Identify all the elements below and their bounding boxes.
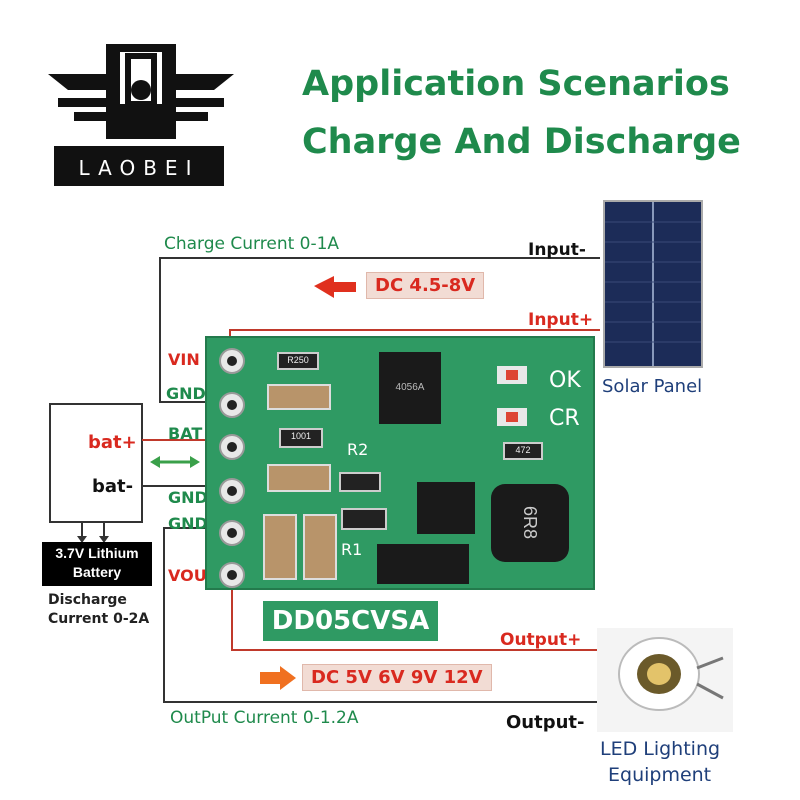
charger-ic: 4056A xyxy=(379,352,441,424)
output-plus-label: Output+ xyxy=(500,630,582,650)
mosfet xyxy=(377,544,469,584)
silk-cr: CR xyxy=(549,406,580,431)
pin-gnd1 xyxy=(219,392,245,418)
led-label-line2: Equipment xyxy=(608,764,712,786)
pin-label-bat: BAT xyxy=(168,424,203,443)
page-title-line1: Application Scenarios xyxy=(302,64,730,104)
battery-badge: 3.7V Lithium Battery xyxy=(42,542,152,586)
led-lamp-icon xyxy=(618,637,724,711)
pin-label-gnd1: GND xyxy=(166,384,206,403)
pin-label-vin: VIN xyxy=(168,350,200,369)
pcb-board: R250 1001 4056A R2 R1 OK CR 472 6R8 xyxy=(205,336,595,590)
solar-panel-image xyxy=(603,200,703,368)
capacitor-3 xyxy=(263,514,297,580)
brand-logo: LAOBEI xyxy=(48,44,234,188)
page-title-line2: Charge And Discharge xyxy=(302,122,741,162)
led-cr xyxy=(497,408,527,426)
discharge-line2: Current 0-2A xyxy=(48,611,150,627)
silk-r2: R2 xyxy=(347,440,369,459)
battery-label-line2: Battery xyxy=(72,564,122,580)
led-lamp-image xyxy=(597,628,733,732)
brand-name: LAOBEI xyxy=(78,156,200,180)
solar-cells-icon xyxy=(605,202,701,366)
capacitor-1 xyxy=(267,384,331,410)
pin-label-gnd2: GND xyxy=(168,488,208,507)
resistor-2ie6 xyxy=(341,508,387,530)
pin-vin xyxy=(219,348,245,374)
capacitor-2 xyxy=(267,464,331,492)
resistor-2001 xyxy=(339,472,381,492)
output-current-label: OutPut Current 0-1.2A xyxy=(170,708,359,728)
pin-label-gnd3: GND xyxy=(168,514,208,533)
output-voltage-badge: DC 5V 6V 9V 12V xyxy=(302,664,492,691)
led-ok xyxy=(497,366,527,384)
silk-r1: R1 xyxy=(341,540,363,559)
discharge-line1: Discharge xyxy=(48,592,127,608)
pin-bat xyxy=(219,434,245,460)
inductor-label: 6R8 xyxy=(520,505,541,540)
inductor: 6R8 xyxy=(491,484,569,562)
pin-gnd2 xyxy=(219,478,245,504)
input-plus-label: Input+ xyxy=(528,310,594,330)
resistor-1001: 1001 xyxy=(279,428,323,448)
pin-gnd3 xyxy=(219,520,245,546)
input-voltage-badge: DC 4.5-8V xyxy=(366,272,485,299)
resistor-472: 472 xyxy=(503,442,543,460)
logo-mark-icon xyxy=(48,44,234,186)
silk-ok: OK xyxy=(549,368,581,393)
output-minus-label: Output- xyxy=(506,712,585,733)
battery-label-line1: 3.7V Lithium xyxy=(55,545,139,561)
resistor-r250: R250 xyxy=(277,352,319,370)
input-minus-label: Input- xyxy=(528,240,586,260)
boost-ic xyxy=(417,482,475,534)
charge-current-label: Charge Current 0-1A xyxy=(164,234,340,254)
model-label: DD05CVSA xyxy=(263,601,438,641)
led-label-line1: LED Lighting xyxy=(600,738,721,760)
capacitor-4 xyxy=(303,514,337,580)
solar-panel-label: Solar Panel xyxy=(602,376,703,397)
pin-vout xyxy=(219,562,245,588)
battery-plus-label: bat+ xyxy=(88,432,137,453)
battery-minus-label: bat- xyxy=(92,476,134,497)
